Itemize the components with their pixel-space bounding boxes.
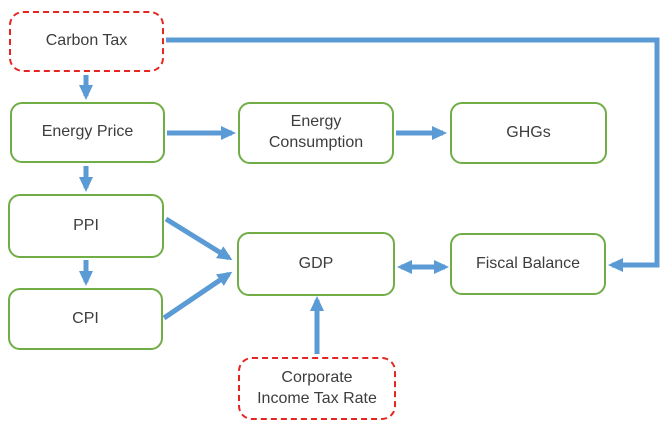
arrow-cpi-to-gdp: [162, 271, 233, 321]
node-energy-price-label: Energy Price: [41, 123, 134, 141]
node-carbon-tax-label: Carbon Tax: [45, 32, 128, 50]
node-gdp-label: GDP: [298, 254, 334, 272]
node-ghgs: GHGs: [450, 102, 607, 164]
node-energy-price: Energy Price: [10, 102, 165, 163]
node-fiscal-balance-label: Fiscal Balance: [475, 254, 581, 272]
node-carbon-tax: Carbon Tax: [9, 11, 164, 72]
arrow-ppi-to-gdp: [164, 216, 233, 261]
node-energy-consumption-label: Energy Consumption: [268, 113, 364, 151]
node-gdp: GDP: [237, 232, 395, 296]
node-cpi-label: CPI: [72, 309, 99, 327]
node-corporate-income-tax-rate-label: Corporate Income Tax Rate: [257, 368, 377, 407]
node-ppi-label: PPI: [73, 216, 99, 234]
node-cpi: CPI: [8, 288, 163, 350]
node-fiscal-balance: Fiscal Balance: [450, 233, 606, 295]
node-energy-consumption: Energy Consumption: [238, 102, 394, 164]
node-corporate-income-tax-rate: Corporate Income Tax Rate: [238, 357, 396, 420]
node-ppi: PPI: [8, 194, 164, 258]
node-ghgs-label: GHGs: [506, 123, 551, 141]
